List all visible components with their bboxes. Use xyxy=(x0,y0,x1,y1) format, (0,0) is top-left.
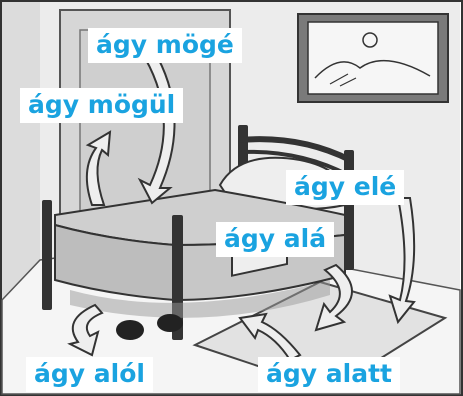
label-agy-mogul: ágy mögül xyxy=(20,88,183,123)
label-agy-ele: ágy elé xyxy=(286,170,404,205)
label-agy-alol: ágy alól xyxy=(26,357,153,392)
left-wall xyxy=(2,2,40,300)
framed-picture-icon xyxy=(298,14,448,102)
label-agy-ala: ágy alá xyxy=(216,222,334,257)
label-agy-moge: ágy mögé xyxy=(88,28,242,63)
label-agy-alatt: ágy alatt xyxy=(258,357,400,392)
